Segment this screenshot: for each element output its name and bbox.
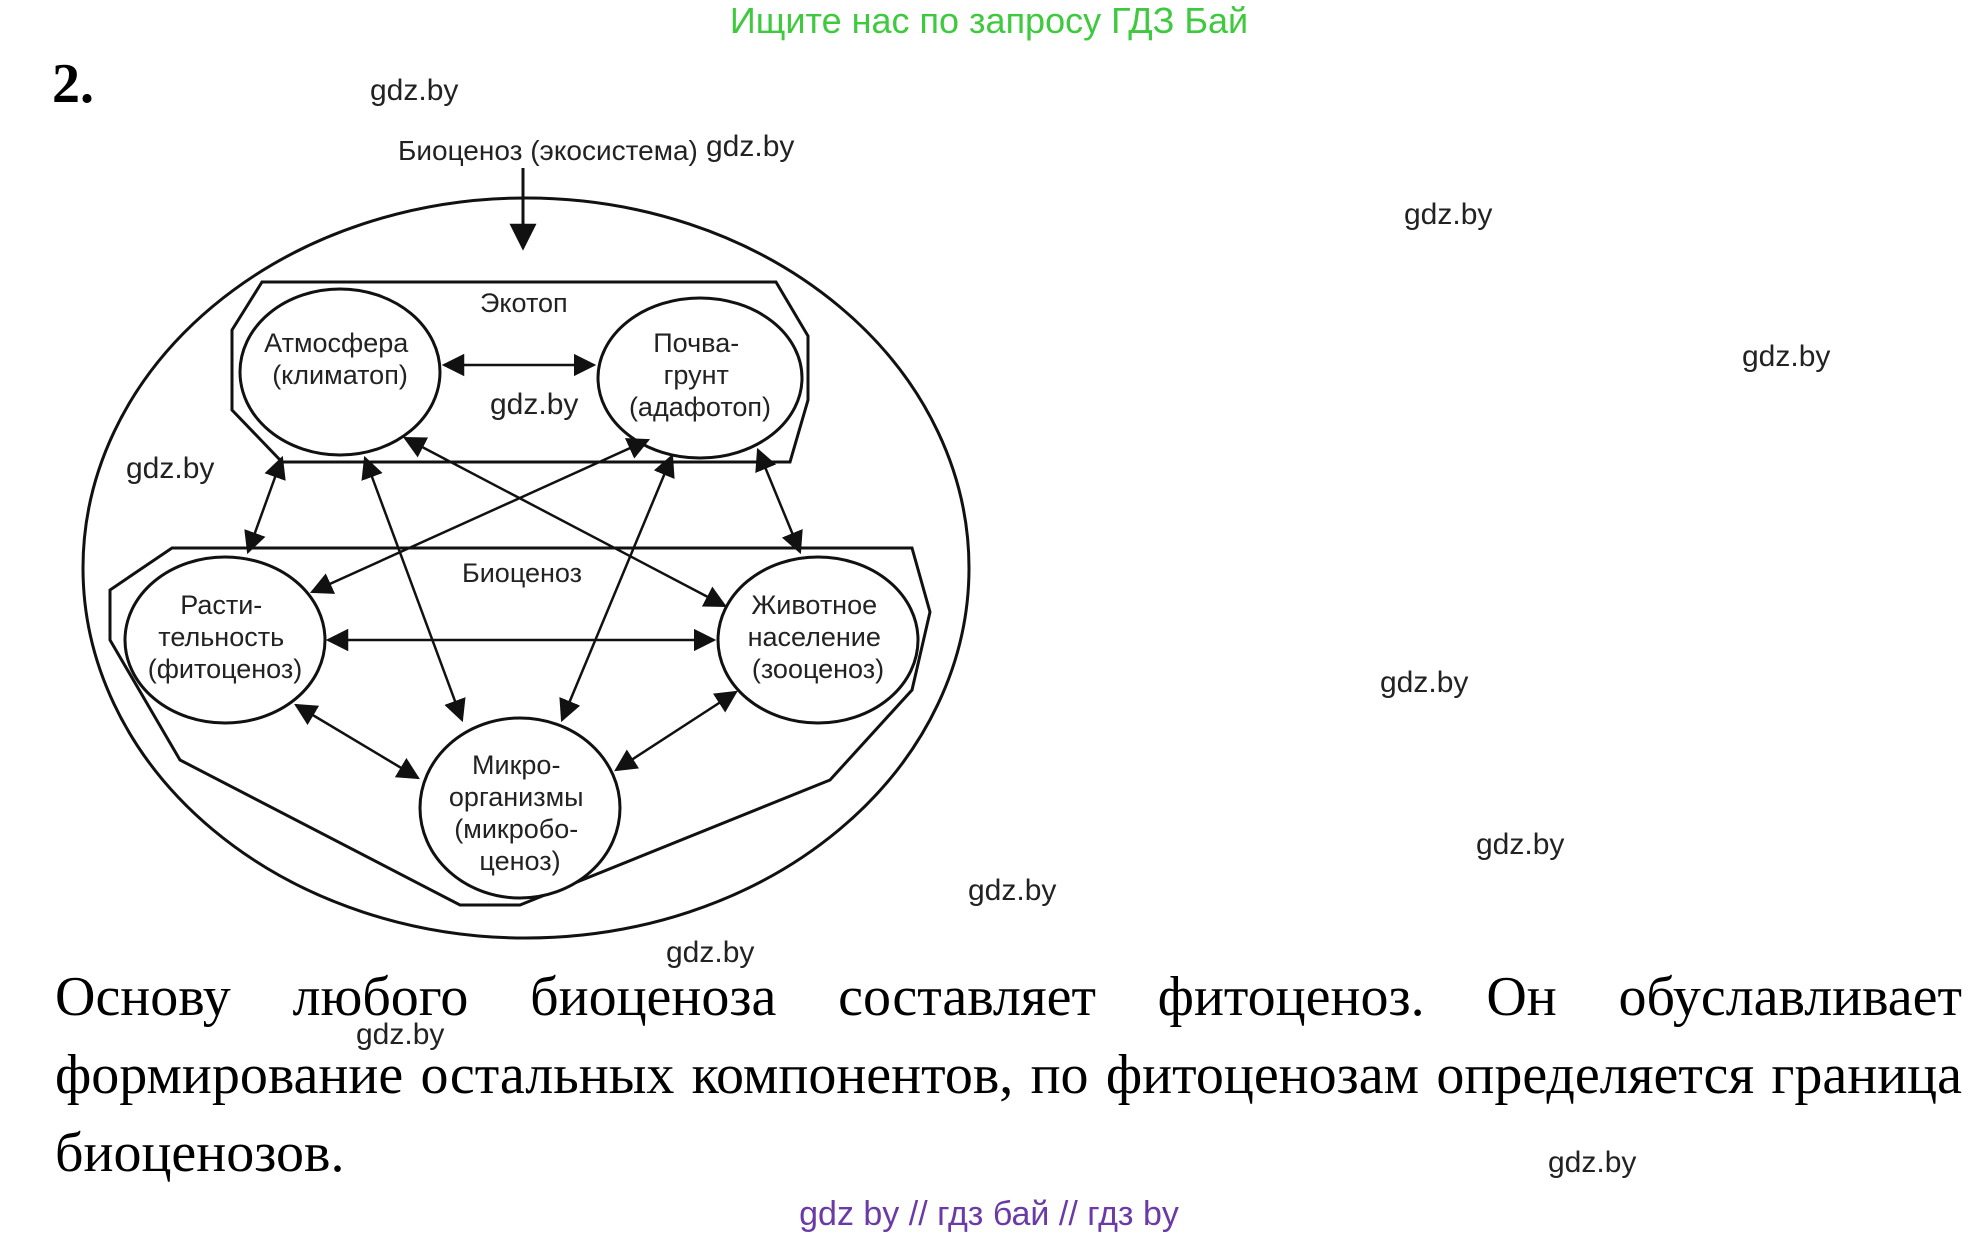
watermark: gdz.by: [666, 936, 755, 969]
header-promo: Ищите нас по запросу ГДЗ Бай: [729, 0, 1249, 41]
watermark: gdz.by: [490, 388, 579, 421]
ecotope-label: Экотоп: [480, 288, 568, 318]
microorganisms-ellipse: [418, 716, 622, 900]
arrow-atmosphere-vegetation: [244, 455, 286, 555]
top-label: Биоценоз (экосистема): [398, 135, 698, 166]
arrow-soil-animals: [755, 447, 803, 555]
arrow-soil-microorganisms: [559, 453, 675, 723]
watermark: gdz.by: [706, 130, 795, 163]
watermark: gdz.by: [370, 74, 459, 107]
watermark: gdz.by: [1380, 666, 1469, 699]
arrow-atmosphere-microorganisms: [361, 455, 466, 723]
arrow-vegetation-microorganisms: [294, 703, 420, 780]
biocenosis-boundary: [108, 546, 932, 907]
vegetation-ellipse: [123, 555, 327, 725]
watermark: gdz.by: [1548, 1146, 1637, 1179]
watermark: gdz.by: [968, 874, 1057, 907]
animals-text: Животное население (зооценоз): [748, 590, 889, 684]
answer-paragraph: Основу любого биоценоза составляет фитоц…: [55, 966, 1962, 1184]
watermark: gdz.by: [126, 452, 215, 485]
footer-links[interactable]: gdz by // гдз бай // гдз by: [799, 1195, 1179, 1233]
watermark: gdz.by: [1404, 198, 1493, 231]
ecosystem-ellipse: [81, 196, 971, 940]
watermark: gdz.by: [1742, 340, 1831, 373]
arrow-animals-microorganisms: [614, 690, 738, 772]
atmosphere-text: Атмосфера (климатоп): [264, 328, 416, 390]
watermark: gdz.by: [356, 1018, 445, 1051]
animals-ellipse: [716, 555, 920, 725]
task-number: 2.: [52, 53, 94, 115]
vegetation-text: Расти- тельность (фитоценоз): [148, 590, 303, 684]
microorganisms-text: Микро- организмы (микробо- ценоз): [449, 750, 591, 876]
biocenosis-label: Биоценоз: [462, 558, 582, 588]
watermark: gdz.by: [1476, 828, 1565, 861]
soil-text: Почва- грунт (адафотоп): [629, 328, 771, 422]
